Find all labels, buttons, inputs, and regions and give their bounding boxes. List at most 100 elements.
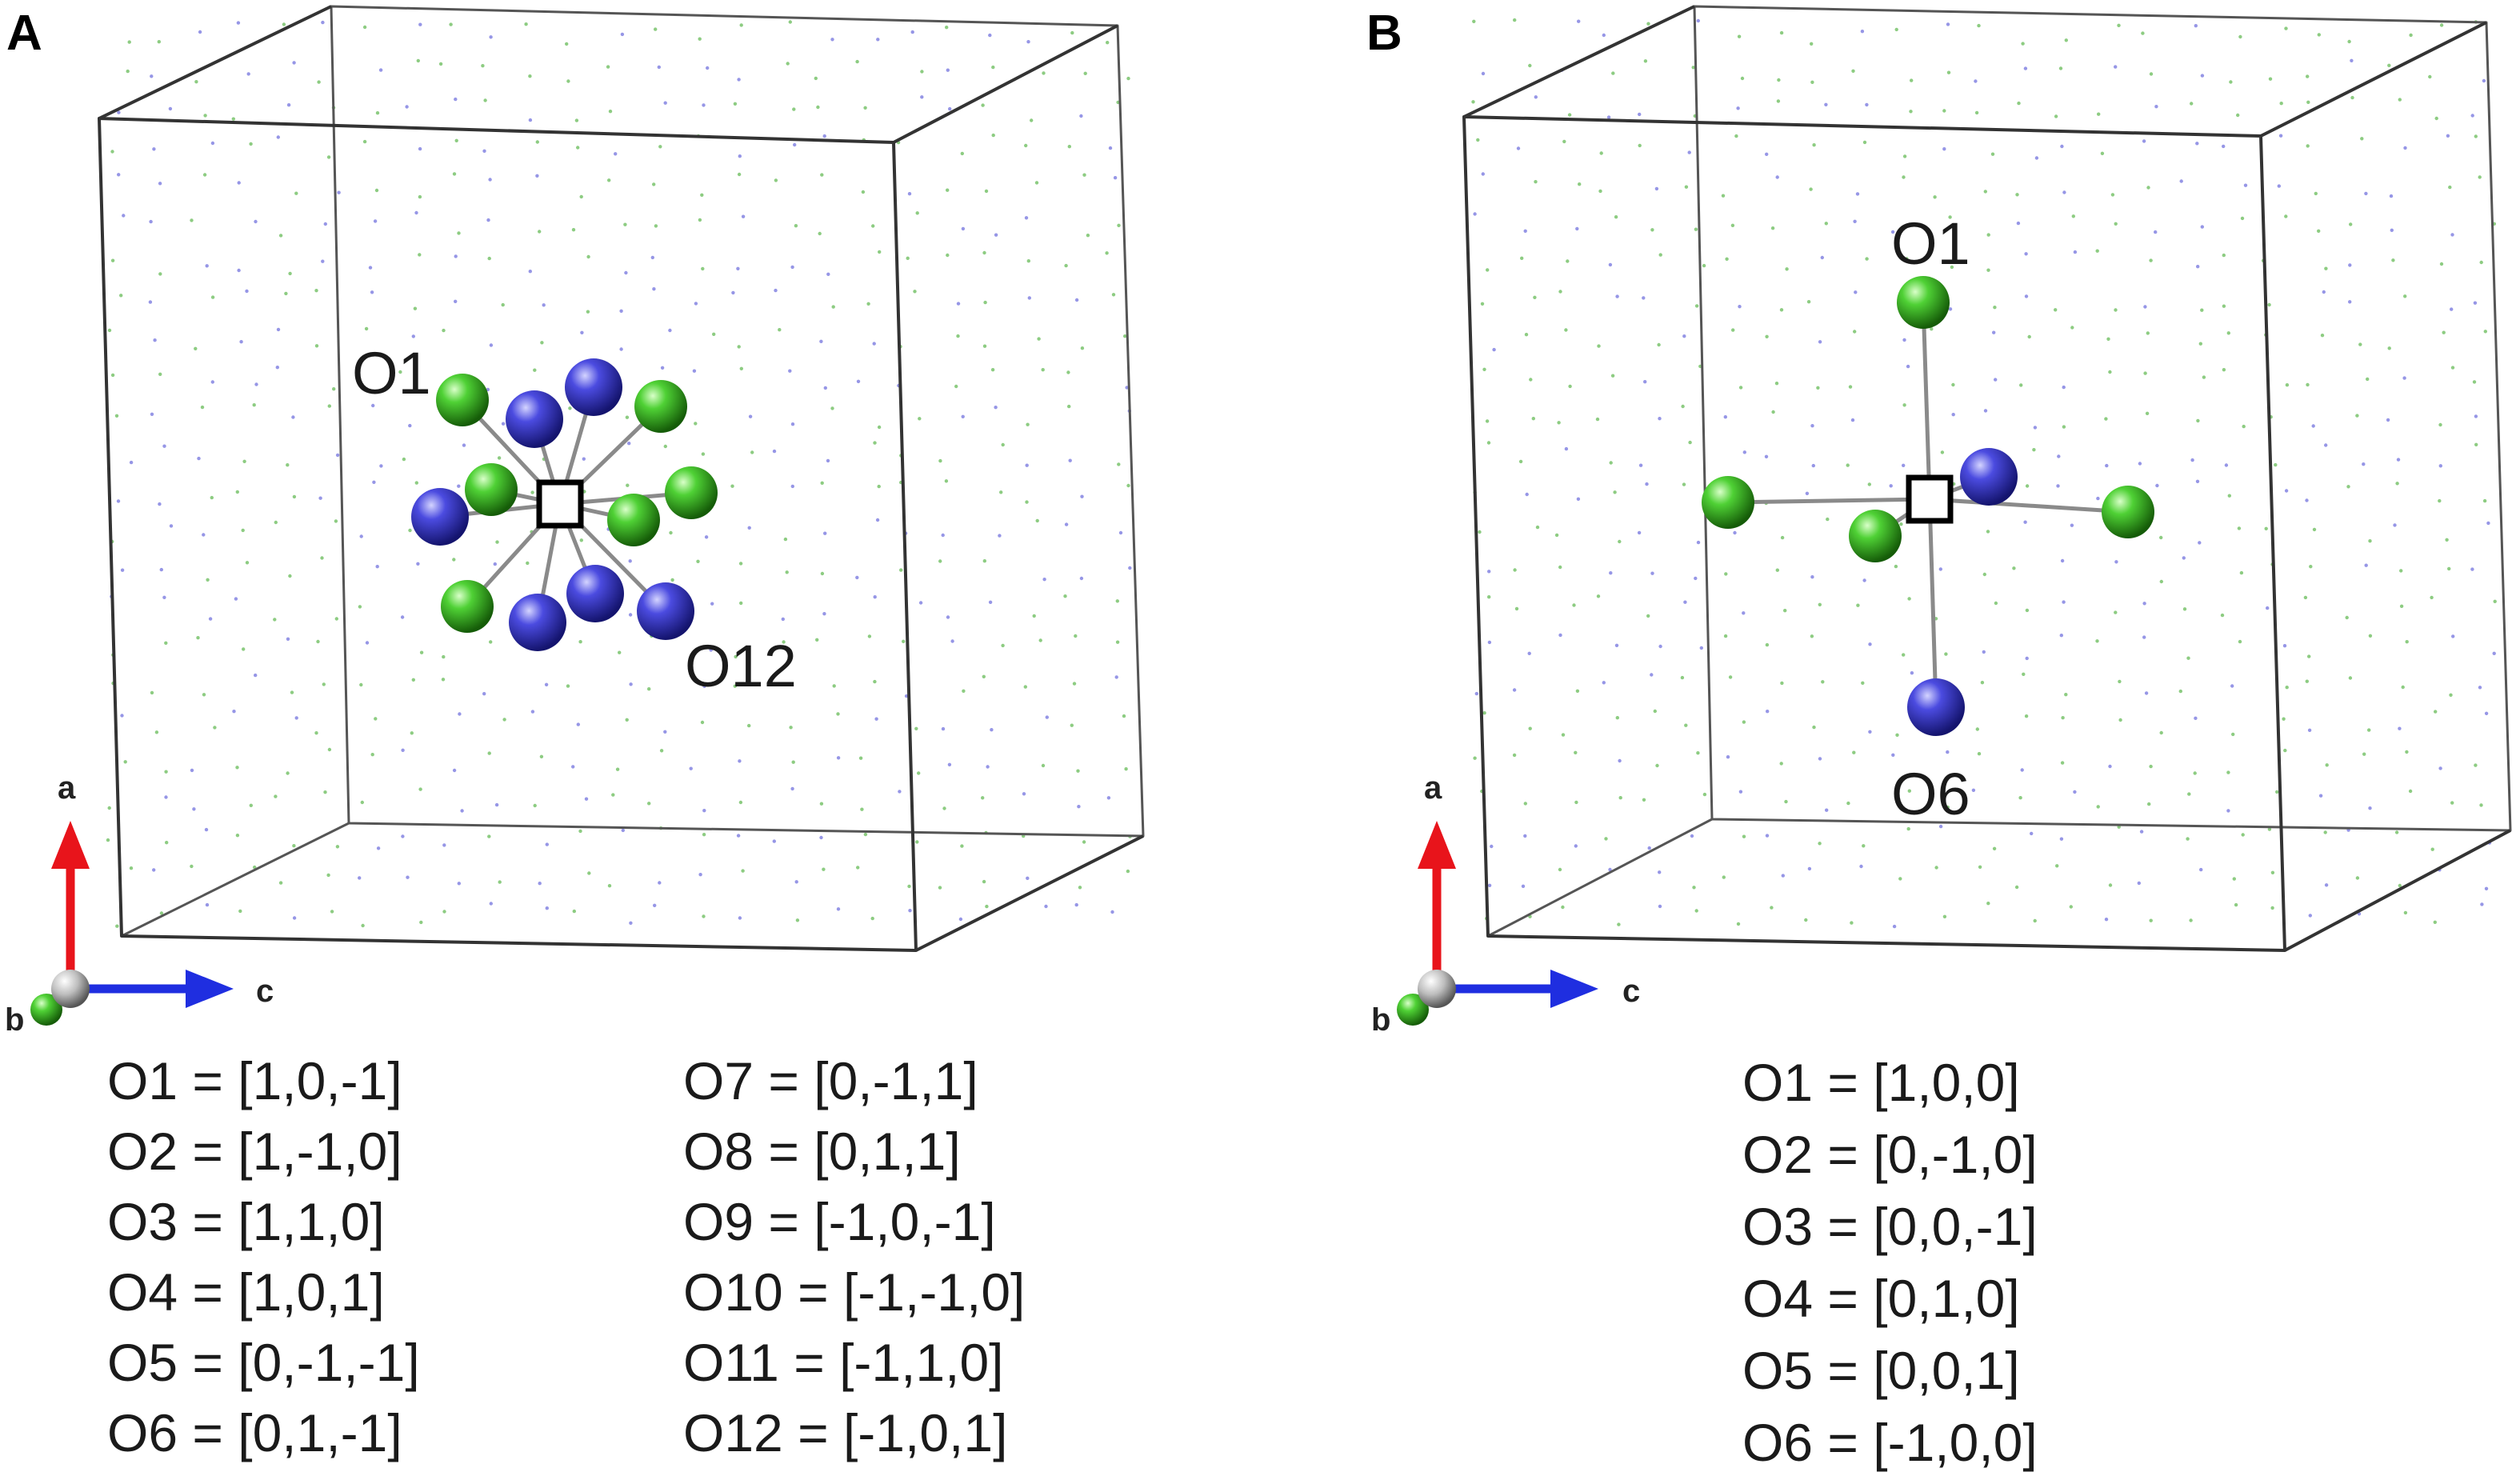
lattice-dot: [153, 338, 157, 342]
blue-atom: [1960, 448, 2018, 506]
lattice-dot: [2284, 26, 2288, 30]
lattice-dot: [2398, 883, 2402, 888]
lattice-dot: [292, 916, 297, 920]
lattice-dot: [2473, 301, 2478, 305]
lattice-dot: [1596, 594, 1601, 598]
lattice-dot: [2275, 790, 2279, 794]
lattice-dot: [1658, 904, 1662, 909]
lattice-dot: [205, 902, 210, 907]
lattice-dot: [234, 597, 238, 601]
lattice-dot: [815, 638, 819, 642]
lattice-dot: [254, 382, 258, 386]
lattice-dot: [1738, 305, 1742, 309]
lattice-dot: [457, 484, 461, 488]
lattice-dot: [913, 290, 917, 294]
lattice-dot: [1865, 102, 1869, 107]
lattice-dot: [694, 302, 698, 306]
lattice-dot: [502, 718, 506, 722]
lattice-dot: [489, 640, 493, 644]
green-atom: [441, 580, 494, 633]
lattice-dot: [773, 673, 777, 677]
lattice-dot: [1810, 80, 1814, 85]
lattice-dot: [535, 174, 539, 178]
lattice-dot: [1472, 19, 1476, 23]
lattice-dot: [2264, 526, 2268, 530]
direction-entry: O10 = [-1,-1,0]: [683, 1262, 1025, 1322]
lattice-dot: [115, 924, 119, 928]
lattice-dot: [1597, 344, 1601, 348]
lattice-dot: [1766, 710, 1770, 714]
lattice-dot: [1848, 385, 1853, 389]
lattice-dot: [1566, 259, 1570, 263]
lattice-dot: [1068, 458, 1072, 462]
lattice-dot: [1902, 154, 1907, 158]
lattice-dot: [1525, 492, 1529, 497]
lattice-dot: [1026, 40, 1030, 44]
lattice-dot: [1126, 76, 1130, 81]
lattice-dot: [2030, 831, 2034, 836]
vacancy-site-b: [1906, 474, 1954, 524]
lattice-dot: [2018, 796, 2022, 800]
lattice-dot: [337, 190, 341, 194]
lattice-dot: [1850, 418, 1855, 422]
lattice-dot: [533, 368, 537, 372]
lattice-dot: [1650, 673, 1654, 677]
lattice-dot: [822, 867, 826, 871]
lattice-dot: [566, 79, 570, 83]
lattice-dot: [2137, 881, 2141, 886]
lattice-dot: [288, 574, 292, 578]
lattice-dot: [2237, 526, 2242, 530]
lattice-dot: [910, 30, 914, 34]
lattice-dot: [2059, 837, 2064, 841]
lattice-dot: [1992, 330, 1996, 334]
lattice-dot: [2182, 556, 2186, 560]
lattice-dot: [2434, 116, 2438, 121]
lattice-dot: [1983, 190, 1987, 194]
lattice-dot: [192, 807, 196, 811]
lattice-dot: [1487, 570, 1491, 574]
lattice-dot: [2064, 693, 2068, 697]
direction-entry: O1 = [1,0,0]: [1742, 1053, 2020, 1112]
lattice-dot: [2104, 918, 2109, 922]
lattice-dot: [790, 265, 794, 270]
lattice-dot: [1891, 753, 1895, 757]
lattice-dot: [2368, 806, 2372, 810]
lattice-dot: [406, 875, 410, 879]
lattice-dot: [2428, 74, 2432, 79]
lattice-dot: [1082, 840, 1086, 844]
lattice-dot: [1975, 727, 1979, 731]
lattice-dot: [2450, 801, 2454, 805]
lattice-dot: [1907, 789, 1911, 793]
lattice-dot: [190, 864, 194, 869]
lattice-dot: [698, 37, 702, 41]
lattice-dot: [1721, 194, 1726, 198]
lattice-dot: [826, 458, 830, 463]
lattice-dot: [628, 559, 632, 563]
lattice-dot: [1688, 440, 1692, 445]
lattice-dot: [704, 535, 709, 539]
lattice-dot: [359, 534, 363, 538]
lattice-dot: [629, 921, 633, 926]
lattice-dot: [322, 682, 326, 686]
lattice-dot: [1108, 146, 1113, 150]
lattice-dot: [741, 869, 745, 873]
lattice-dot: [1907, 597, 1911, 601]
lattice-dot: [2118, 679, 2122, 684]
lattice-dot: [278, 881, 283, 885]
lattice-dot: [1520, 256, 1524, 260]
lattice-dot: [1694, 909, 1698, 913]
lattice-dot: [2017, 101, 2021, 106]
lattice-dot: [2324, 883, 2329, 887]
lattice-dot: [791, 760, 795, 764]
lattice-dot: [335, 453, 340, 458]
lattice-dot: [702, 833, 706, 837]
lattice-dot: [290, 690, 294, 694]
lattice-dot: [1568, 384, 1572, 389]
lattice-dot: [497, 456, 502, 460]
lattice-dot: [994, 406, 998, 410]
lattice-dot: [1775, 175, 1779, 179]
lattice-dot: [2230, 684, 2234, 688]
lattice-dot: [1024, 216, 1029, 220]
lattice-dot: [938, 886, 942, 890]
direction-entry: O2 = [0,-1,0]: [1742, 1125, 2038, 1184]
